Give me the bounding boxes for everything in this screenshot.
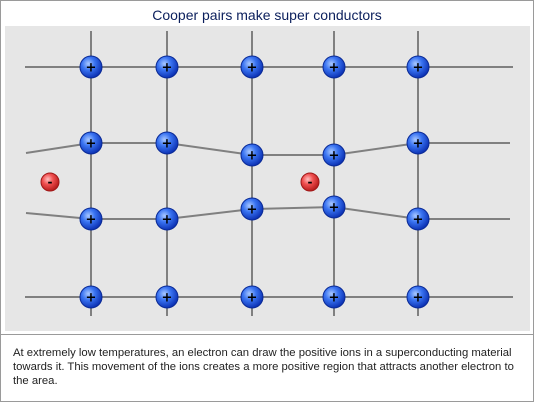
positive-ion-icon: + [155,207,179,231]
ion-plus-label: + [247,291,258,306]
positive-ion-icon: + [406,285,430,309]
lattice-panel: + + + + + + + + + + + + + + + + + + + + - - [5,26,530,331]
positive-ion-icon: + [406,131,430,155]
caption-text: At extremely low temperatures, an electr… [13,347,514,387]
ion-plus-label: + [413,61,424,76]
ion-plus-label: + [247,149,258,164]
ion-plus-label: + [162,61,173,76]
positive-ion-icon: + [79,131,103,155]
positive-ion-icon: + [322,285,346,309]
ion-plus-label: + [162,291,173,306]
positive-ion-icon: + [79,55,103,79]
positive-ion-icon: + [79,207,103,231]
electron-minus-label: - [308,175,313,189]
positive-ion-icon: + [155,131,179,155]
positive-ion-icon: + [155,55,179,79]
ion-plus-label: + [329,291,340,306]
ion-plus-label: + [247,203,258,218]
positive-ion-icon: + [240,197,264,221]
lattice-diagram: + + + + + + + + + + + + + + + + + + + + - - [5,31,513,316]
electron-icon: - [40,172,60,192]
ion-plus-label: + [162,137,173,152]
electron-motion-trail [5,178,44,186]
positive-ion-icon: + [406,55,430,79]
ion-plus-label: + [413,137,424,152]
positive-ion-icon: + [155,285,179,309]
diagram-title: Cooper pairs make super conductors [152,7,382,23]
ion-plus-label: + [329,61,340,76]
ion-plus-label: + [162,213,173,228]
ion-plus-label: + [413,291,424,306]
ion-plus-label: + [247,61,258,76]
positive-ion-icon: + [240,55,264,79]
positive-ion-icon: + [322,195,346,219]
positive-ion-icon: + [322,143,346,167]
ion-plus-label: + [329,201,340,216]
positive-ion-icon: + [240,285,264,309]
ion-plus-label: + [413,213,424,228]
positive-ion-icon: + [240,143,264,167]
electron-icon: - [300,172,320,192]
caption-divider [1,334,533,335]
electron-motion-trail [265,178,304,186]
ion-plus-label: + [86,213,97,228]
positive-ion-icon: + [406,207,430,231]
ion-plus-label: + [329,149,340,164]
ion-plus-label: + [86,291,97,306]
positive-ion-icon: + [79,285,103,309]
positive-ion-icon: + [322,55,346,79]
ion-plus-label: + [86,137,97,152]
electron-minus-label: - [48,175,53,189]
ion-plus-label: + [86,61,97,76]
